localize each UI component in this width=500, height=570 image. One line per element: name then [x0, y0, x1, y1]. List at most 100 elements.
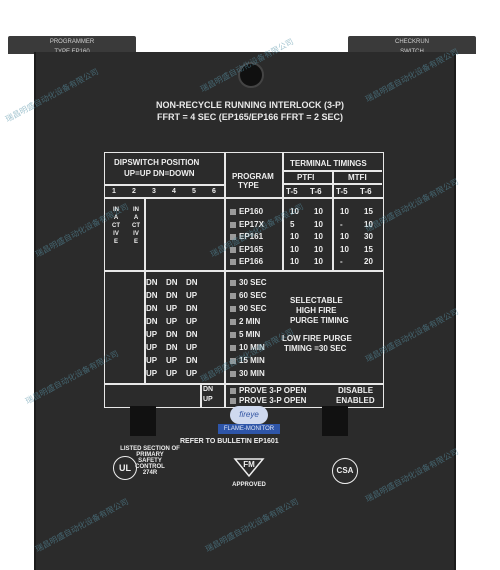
- purge-option: 15 MIN: [230, 356, 265, 365]
- purge-time: 60 SEC: [239, 291, 267, 300]
- switch-number: 5: [192, 188, 196, 195]
- dip-state: DN: [166, 330, 178, 339]
- prove-row: PROVE 3-P OPEN: [230, 396, 306, 405]
- timing-value: 10: [290, 207, 299, 216]
- timing-col-header: T-6: [360, 187, 372, 196]
- prove-dip: UP: [203, 396, 213, 403]
- timing-value: 30: [364, 232, 373, 241]
- latch-slot: [322, 406, 348, 436]
- purge-option: 90 SEC: [230, 304, 267, 313]
- prove-state: DISABLE: [338, 386, 374, 395]
- timing-value: 10: [340, 244, 349, 254]
- dip-state: UP: [186, 317, 198, 326]
- timing-col-header: T-6: [310, 187, 322, 196]
- checkbox-icon: [230, 345, 236, 351]
- checkbox-icon: [230, 398, 236, 404]
- terminal-timings-title: TERMINAL TIMINGS: [290, 159, 367, 168]
- program-option: EP17X: [230, 220, 264, 229]
- switch-number: 1: [112, 188, 116, 195]
- checkbox-icon: [230, 388, 236, 394]
- timing-value: 10: [364, 219, 373, 229]
- program-name: EP17X: [239, 219, 264, 229]
- purge-time: 30 SEC: [239, 278, 267, 287]
- purge-time: 2 MIN: [239, 317, 261, 326]
- timing-value: 10: [314, 232, 323, 241]
- dip-state: UP: [146, 356, 158, 365]
- program-option: EP165: [230, 245, 263, 254]
- dip-state: UP: [186, 369, 198, 378]
- prove-text: PROVE 3-P OPEN: [239, 396, 307, 405]
- ul-line: LISTED SECTION OF: [120, 446, 180, 452]
- checkbox-icon: [230, 293, 236, 299]
- switch-number: 6: [212, 188, 216, 195]
- dip-state: UP: [146, 330, 158, 339]
- low-fire-note: LOW FIRE PURGE: [282, 334, 352, 343]
- mounting-hole: [238, 62, 264, 88]
- timing-value: 10: [290, 232, 299, 241]
- ul-line: SAFETY: [138, 458, 162, 464]
- timing-value: 10: [340, 207, 349, 216]
- table-divider: [104, 184, 224, 186]
- checkbox-icon: [230, 221, 236, 228]
- timing-value: 10: [290, 257, 299, 266]
- program-name: EP165: [239, 244, 264, 254]
- dip-state: UP: [166, 369, 178, 378]
- dip-state: DN: [146, 317, 158, 326]
- timing-col-header: T-5: [286, 187, 298, 196]
- purge-note: HIGH FIRE: [296, 306, 337, 315]
- table-divider: [144, 197, 146, 383]
- bulletin-reference: REFER TO BULLETIN EP1601: [180, 438, 279, 445]
- checkbox-icon: [230, 319, 236, 325]
- mtfi-header: MTFI: [348, 173, 367, 182]
- dip-title: DIPSWITCH POSITION: [114, 158, 200, 167]
- timing-value: 20: [364, 257, 373, 266]
- purge-time: 5 MIN: [239, 330, 261, 339]
- program-name: EP161: [239, 232, 264, 241]
- program-option: EP166: [230, 257, 263, 266]
- checkbox-icon: [230, 246, 236, 253]
- dip-state: UP: [146, 369, 158, 378]
- checkbox-icon: [230, 234, 236, 240]
- inactive-label: INACTIVE: [112, 207, 120, 245]
- ul-line: CONTROL: [135, 464, 165, 470]
- dip-state: UP: [166, 304, 178, 313]
- fm-approved-icon: [233, 458, 265, 478]
- purge-note: SELECTABLE: [290, 296, 343, 305]
- inactive-label: INACTIVE: [132, 207, 140, 245]
- dip-state: DN: [146, 291, 158, 300]
- tab-text: CHECKRUN: [394, 39, 429, 45]
- purge-time: 15 MIN: [239, 356, 265, 365]
- table-divider: [224, 152, 226, 408]
- dip-subtitle: UP=UP DN=DOWN: [124, 169, 195, 178]
- fm-mark: FM: [243, 460, 255, 469]
- prove-row: PROVE 3-P OPEN: [230, 386, 306, 395]
- csa-mark-icon: CSA: [332, 458, 358, 484]
- dip-state: DN: [166, 343, 178, 352]
- table-divider: [104, 270, 384, 272]
- latch-slot: [130, 406, 156, 436]
- checkbox-icon: [230, 209, 236, 215]
- timing-value: 10: [314, 257, 323, 266]
- flame-monitor-tag: FLAME-MONITOR: [218, 424, 280, 434]
- timing-value: 10: [290, 244, 299, 254]
- ul-listing-text: LISTED SECTION OF PRIMARY SAFETY CONTROL…: [110, 446, 190, 476]
- header-line-2: FFRT = 4 SEC (EP165/EP166 FFRT = 2 SEC): [156, 112, 344, 122]
- timing-value: 15: [364, 207, 373, 216]
- table-divider: [104, 383, 384, 385]
- program-option: EP160: [230, 207, 263, 216]
- purge-note: PURGE TIMING: [290, 316, 349, 325]
- table-divider: [104, 197, 384, 199]
- program-name: EP160: [239, 207, 264, 216]
- dip-state: DN: [186, 330, 198, 339]
- prove-dip: DN: [203, 386, 214, 393]
- low-fire-note: TIMING =30 SEC: [284, 344, 347, 353]
- checkbox-icon: [230, 371, 236, 377]
- timing-col-header: T-5: [336, 187, 348, 196]
- program-type-label: PROGRAM: [232, 172, 274, 181]
- purge-option: 5 MIN: [230, 330, 260, 339]
- checkbox-icon: [230, 259, 236, 265]
- ul-line: PRIMARY: [136, 452, 164, 458]
- purge-option: 30 MIN: [230, 369, 265, 378]
- checkbox-icon: [230, 332, 236, 338]
- timing-value: 15: [364, 244, 373, 254]
